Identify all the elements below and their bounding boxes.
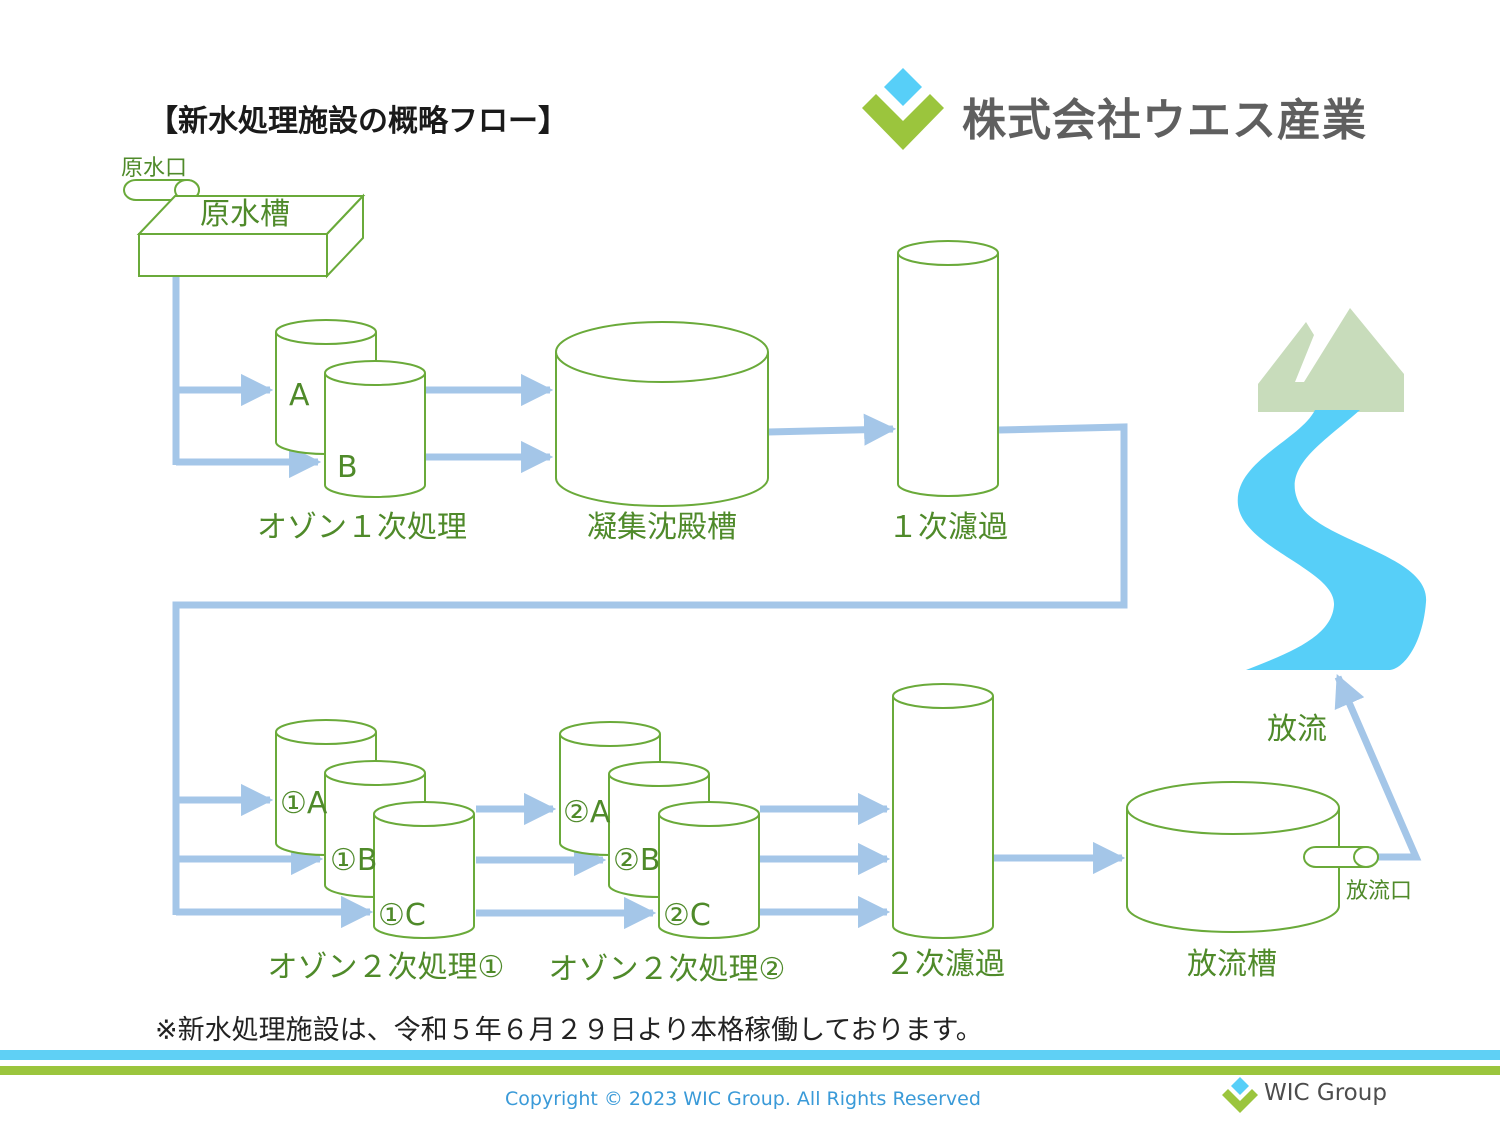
coagulation-tank (555, 321, 769, 507)
raw-water-tank-label: 原水槽 (200, 197, 290, 232)
footer-stripe-blue (0, 1050, 1500, 1060)
company-logo-icon (862, 68, 944, 150)
flow-lines (172, 277, 1422, 930)
river-icon (1237, 410, 1427, 670)
discharge-tank-label: 放流槽 (1187, 947, 1277, 982)
primary-filter-label: １次濾過 (888, 510, 1008, 545)
group-name: WIC Group (1264, 1080, 1387, 1106)
tank-label-2a: ②A (563, 795, 611, 830)
discharge-outlet-label: 放流口 (1346, 879, 1412, 904)
wic-group-logo-icon (1222, 1077, 1258, 1113)
flow-arrow-to-river (1334, 674, 1422, 861)
tank-label-a: A (289, 378, 310, 413)
tank-label-1a: ①A (280, 786, 328, 821)
secondary-filter-label: ２次濾過 (885, 947, 1005, 982)
raw-water-tank (136, 193, 366, 279)
footer-stripe-green (0, 1066, 1500, 1075)
operation-note: ※新水処理施設は、令和５年６月２９日より本格稼働しております。 (155, 1015, 983, 1046)
ozone2-2-tank-c (658, 801, 760, 939)
ozone2-2-stage-label: オゾン２次処理② (549, 952, 786, 987)
tank-label-2b: ②B (613, 843, 660, 878)
mountain-icon (1258, 308, 1404, 412)
coagulation-stage-label: 凝集沈殿槽 (587, 510, 737, 545)
tank-label-1b: ①B (330, 843, 377, 878)
ozone2-1-stage-label: オゾン２次処理① (268, 950, 505, 985)
tank-label-2c: ②C (663, 898, 711, 933)
ozone1-tank-b (324, 360, 426, 498)
primary-filter-column (897, 240, 999, 497)
ozone1-stage-label: オゾン１次処理 (257, 510, 467, 545)
raw-water-inlet-label: 原水口 (121, 156, 187, 181)
copyright-text: Copyright © 2023 WIC Group. All Rights R… (505, 1088, 981, 1110)
tank-label-b: B (337, 450, 358, 485)
company-name: 株式会社ウエス産業 (962, 95, 1367, 146)
discharge-tank (1126, 781, 1340, 933)
tank-label-1c: ①C (378, 898, 426, 933)
flow-line-return-loop (172, 423, 1128, 915)
secondary-filter-column (892, 683, 994, 939)
flow-arrow-coag-to-filter1 (767, 413, 897, 446)
page-title: 【新水処理施設の概略フロー】 (148, 104, 568, 139)
discharge-label: 放流 (1267, 712, 1327, 747)
discharge-outlet-pipe (1303, 846, 1379, 868)
ozone2-1-tank-c (373, 801, 475, 939)
